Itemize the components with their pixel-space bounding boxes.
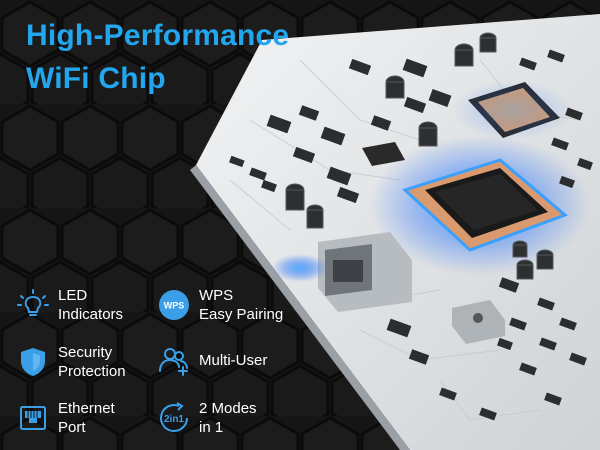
shield-icon (21, 348, 45, 376)
led-bulb-icon (17, 289, 49, 316)
svg-text:WPS: WPS (164, 301, 185, 311)
multi-user-icon (159, 348, 188, 376)
feature-ethernet-line-1: Ethernet (58, 400, 115, 417)
feature-led-line-1: LED (58, 287, 88, 304)
feature-ethernet-port: Ethernet Port (16, 399, 115, 437)
svg-text:2in1: 2in1 (164, 414, 184, 425)
feature-wps-line-2: Easy Pairing (199, 306, 284, 323)
feature-ethernet-line-2: Port (58, 419, 86, 436)
title-line-1: High-Performance (26, 19, 290, 52)
feature-two-modes-line-2: in 1 (199, 419, 224, 436)
feature-multi-user-line-1: Multi-User (199, 351, 268, 369)
feature-two-modes: 2in1 2 Modes in 1 (157, 399, 257, 437)
wps-icon: WPS (159, 290, 189, 320)
feature-security-line-2: Protection (58, 363, 126, 380)
feature-security-protection: Security Protection (16, 343, 126, 381)
feature-multi-user: Multi-User (157, 343, 267, 377)
feature-wps: WPS WPS Easy Pairing (157, 286, 283, 324)
ethernet-jack (318, 232, 412, 312)
page-title: High-Performance WiFi Chip (26, 14, 289, 100)
feature-wps-line-1: WPS (199, 287, 234, 304)
feature-led-indicators: LED Indicators (16, 286, 123, 324)
two-in-one-icon: 2in1 (160, 402, 188, 432)
feature-two-modes-line-1: 2 Modes (199, 400, 257, 417)
feature-security-line-1: Security (58, 344, 113, 361)
ethernet-port-icon (20, 406, 46, 430)
feature-led-line-2: Indicators (58, 306, 124, 323)
title-line-2: WiFi Chip (26, 62, 166, 95)
